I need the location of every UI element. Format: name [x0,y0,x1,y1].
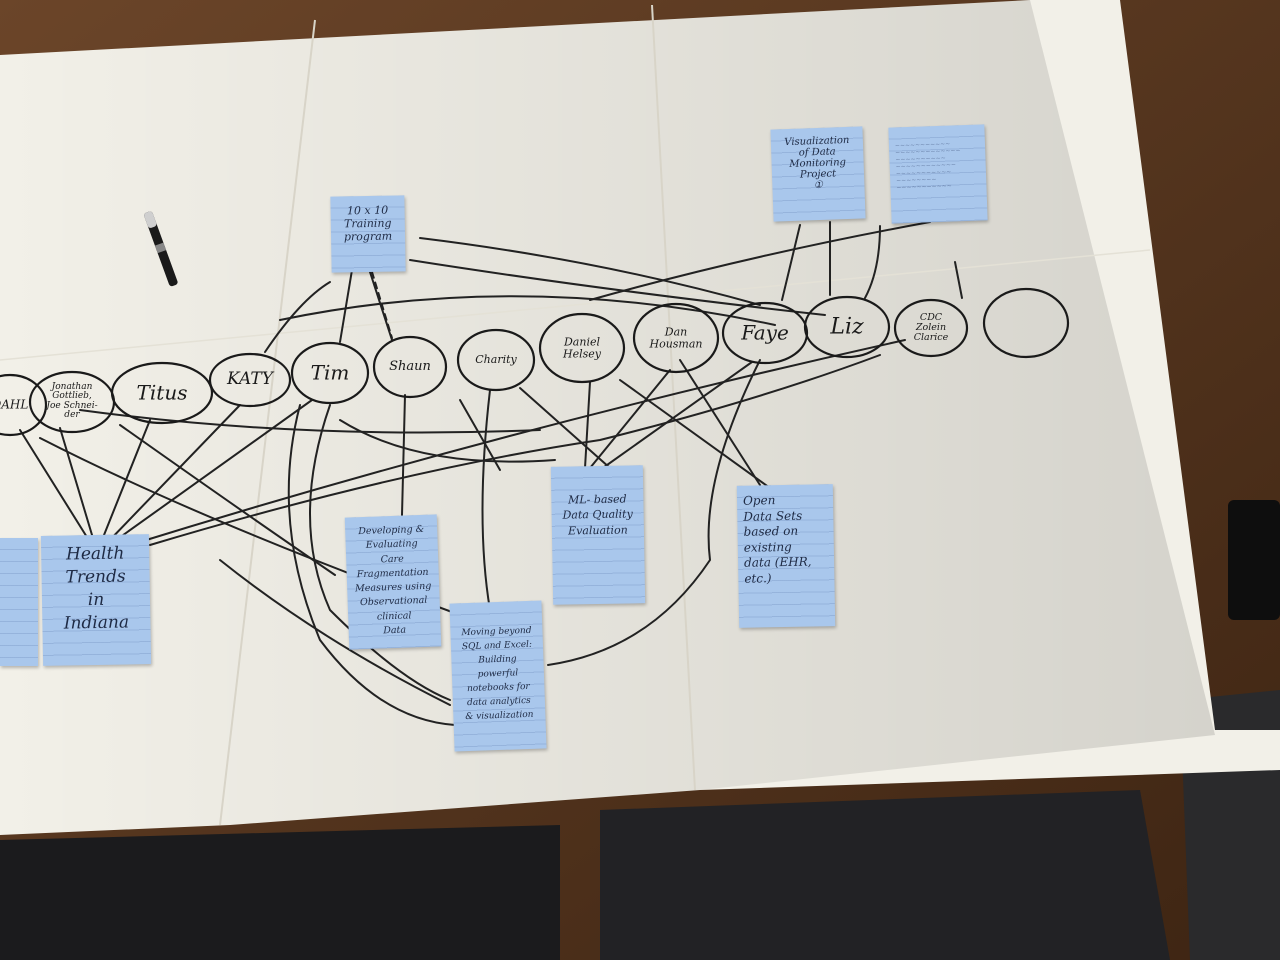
connection-line [781,224,801,301]
chair-right [600,790,1170,960]
connection-line [864,225,881,299]
connection-line [79,409,541,434]
person-dan-housman: Dan Housman [649,325,703,350]
connection-line [619,379,771,489]
note-open-data-sets: Open Data Sets based on existing data (E… [736,484,836,628]
circle-tim [290,341,370,405]
connection-line [519,387,611,469]
person-circles [0,287,1070,437]
note-unreadable: ~~~~~~~~~~~~~~~~~~~~~~~~~~~~~~~~~~~~~~~~… [888,124,988,224]
connection-line [219,559,451,706]
person-liz: Liz [830,314,864,340]
circle-daniel [538,312,626,384]
circle-katy [208,352,292,408]
connection-line [599,361,753,471]
marker-pen [144,211,178,287]
connection-line [401,394,406,516]
note-sql-notebooks: Moving beyond SQL and Excel: Building po… [449,600,547,752]
connection-lines [19,221,963,726]
connection-line [104,399,313,549]
circle-titus [110,361,214,425]
connection-line [129,339,906,546]
connection-line [584,381,591,469]
note-training-program: 10 x 10 Training program [330,195,406,273]
connection-line [589,221,931,301]
connection-line [59,427,96,546]
connection-line [459,399,501,471]
connection-line [419,237,761,306]
connection-line [481,389,491,611]
person-shaun: Shaun [389,359,431,375]
circle-charity [456,328,536,392]
connection-line [264,281,331,353]
circle-dan [632,302,720,374]
connection-line [19,429,96,551]
connection-line [287,404,456,726]
person-faye: Faye [741,320,789,345]
circle-faye [721,301,809,365]
circle-dahl [0,373,48,437]
person-daniel-helsey: Daniel Helsey [563,335,601,360]
note-ml-data-quality: ML- based Data Quality Evaluation [550,465,646,605]
device [1228,500,1280,620]
connection-line [954,261,963,299]
connection-line [409,259,826,316]
circle-blank [982,287,1070,359]
person-dahl: DAHL [0,397,29,412]
illegible-writing: ~~~~~~~~~~~~~~~~~~~~~~~~~~~~~~~~~~~~~~~~… [894,140,961,192]
connection-line [339,269,353,343]
person-titus: Titus [136,380,188,405]
chair-left [0,825,560,960]
dashed-connection-line [371,271,393,339]
person-cdc-zolein-clarice: CDC Zolein Clarice [913,312,949,343]
circle-shaun [372,335,448,399]
person-katy: KATY [227,369,273,390]
circle-liz [803,295,891,359]
connection-line [679,359,761,486]
person-charity: Charity [475,353,517,367]
note-health-trends: Health Trends in Indiana [40,534,152,666]
connection-line [149,354,881,546]
connection-line [547,359,761,666]
note-left-edge [0,538,38,666]
connection-line [309,404,451,701]
person-jonathan-joe: Jonathan Gottlieb, Joe Schnei- der [46,382,98,421]
note-visualization-project: Visualization of Data Monitoring Project… [770,126,866,222]
note-care-fragmentation: Developing & Evaluating Care Fragmentati… [344,514,442,650]
circle-cdc [893,298,969,358]
person-tim: Tim [310,360,350,385]
connection-line [279,295,776,326]
connection-line [589,369,671,469]
connection-line [104,404,241,546]
